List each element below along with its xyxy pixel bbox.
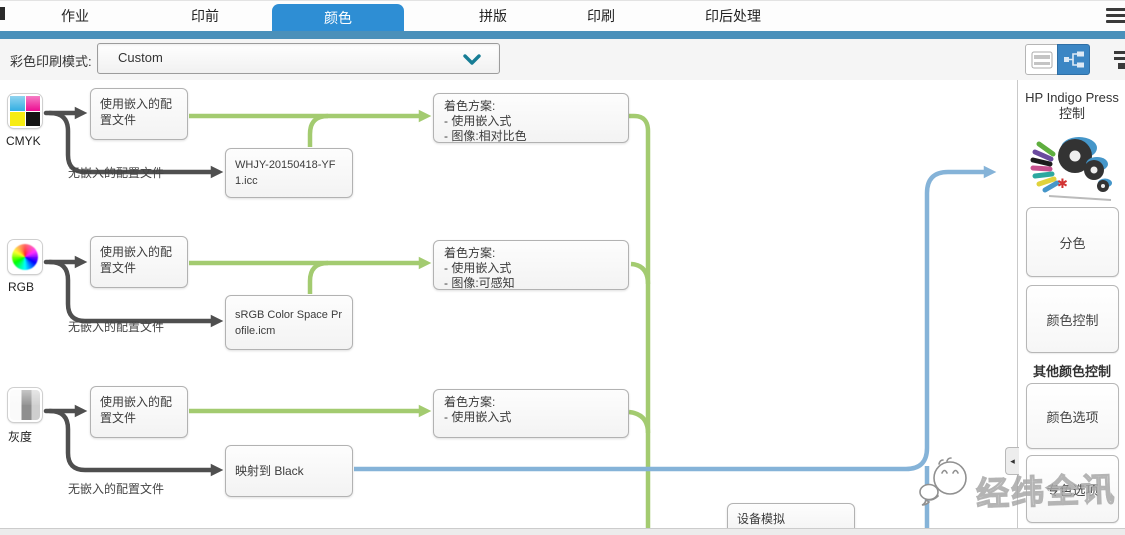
gray-rendering-scheme-box[interactable]: 着色方案: - 使用嵌入式 [433,389,629,438]
color-mode-value: Custom [118,50,163,65]
tab-job[interactable]: 作业 [61,8,89,24]
cmyk-source-icon[interactable] [8,94,42,128]
scheme-title: 着色方案: [444,99,496,113]
color-toolbar: 彩色印刷模式: Custom [0,39,1125,81]
scheme-line: - 使用嵌入式 [444,261,512,275]
cmyk-embedded-profile-box[interactable]: 使用嵌入的配置文件 [90,88,188,140]
panel-collapse-button[interactable]: ◂ [1005,447,1019,475]
cmyk-profile-box[interactable]: WHJY-20150418-YF1.icc [225,148,353,198]
tab-postpress[interactable]: 印后处理 [705,8,761,24]
rgb-embedded-profile-box[interactable]: 使用嵌入的配置文件 [90,236,188,288]
indigo-press-illustration-icon: ✱ [1027,126,1117,211]
press-panel-title: HP Indigo Press 控制 [1025,90,1119,121]
separations-button[interactable]: 分色 [1026,207,1119,277]
color-flow-canvas: CMYK 使用嵌入的配置文件 无嵌入的配置文件 WHJY-20150418-YF… [0,80,1125,535]
tab-bar: 作业 印前 颜色 拼版 印刷 印后处理 [0,0,1125,32]
gray-embedded-profile-box[interactable]: 使用嵌入的配置文件 [90,386,188,438]
list-view-button[interactable] [1025,44,1058,75]
rgb-profile-box[interactable]: sRGB Color Space Profile.icm [225,295,353,350]
flow-view-button[interactable] [1057,44,1090,75]
rgb-source-label: RGB [8,280,35,294]
color-control-button[interactable]: 颜色控制 [1026,285,1119,353]
color-mode-dropdown[interactable]: Custom [97,43,500,74]
cmyk-source-label: CMYK [6,134,41,148]
toolbar-overflow-icon[interactable] [1112,48,1125,72]
tab-imposition[interactable]: 拼版 [479,8,507,24]
scheme-line: - 图像:可感知 [444,276,515,290]
gray-map-to-black-box[interactable]: 映射到 Black [225,445,353,497]
rgb-source-icon[interactable] [8,240,42,274]
tab-color[interactable]: 颜色 [272,4,404,32]
window-edge-mark [0,7,5,20]
press-control-panel: HP Indigo Press 控制 ✱ 分色 颜色控制 其他颜色控制 颜 [1017,80,1125,528]
rgb-rendering-scheme-box[interactable]: 着色方案: - 使用嵌入式 - 图像:可感知 [433,240,629,290]
svg-text:✱: ✱ [1057,176,1068,191]
scheme-title: 着色方案: [444,246,496,260]
tab-print[interactable]: 印刷 [587,8,615,24]
menu-icon[interactable] [1106,8,1125,26]
spot-color-options-button[interactable]: 专色选项 [1026,455,1119,523]
scheme-line: - 使用嵌入式 [444,114,512,128]
flow-view-icon [1064,51,1084,68]
tab-prepress[interactable]: 印前 [191,8,219,24]
scheme-line: - 图像:相对比色 [444,129,527,143]
color-options-button[interactable]: 颜色选项 [1026,383,1119,449]
scheme-line: - 使用嵌入式 [444,410,512,424]
color-mode-label: 彩色印刷模式: [10,54,92,69]
chevron-down-icon [463,53,481,71]
other-color-controls-heading: 其他颜色控制 [1032,364,1111,379]
list-view-icon [1031,51,1053,69]
gray-no-embedded-label: 无嵌入的配置文件 [68,482,165,496]
flow-connector-lines [43,106,997,528]
bottom-window-strip [0,528,1125,535]
gray-source-label: 灰度 [8,430,33,444]
scheme-title: 着色方案: [444,395,496,409]
cmyk-rendering-scheme-box[interactable]: 着色方案: - 使用嵌入式 - 图像:相对比色 [433,93,629,143]
cmyk-no-embedded-label: 无嵌入的配置文件 [68,166,165,180]
header-accent-bar [0,31,1125,39]
gray-source-icon[interactable] [8,388,42,422]
rgb-no-embedded-label: 无嵌入的配置文件 [68,320,165,334]
